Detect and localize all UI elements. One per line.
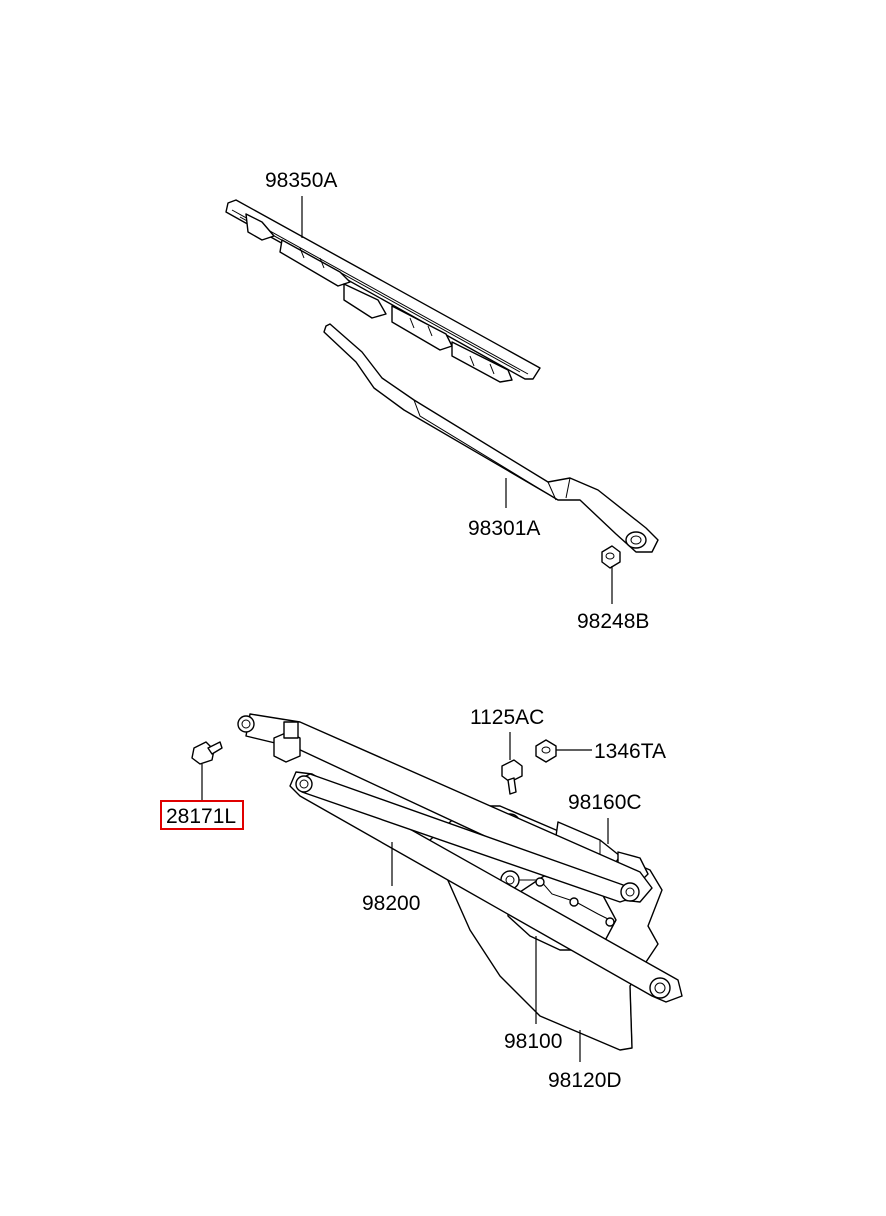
label-bolt: 1125AC <box>470 706 544 729</box>
mounting-nut[interactable] <box>535 739 557 763</box>
label-blade: 98350A <box>265 169 337 192</box>
label-connector: 98160C <box>568 791 642 814</box>
label-bracket: 98120D <box>548 1069 622 1092</box>
arm-nut[interactable] <box>601 545 621 569</box>
label-motor: 98100 <box>504 1030 562 1053</box>
wiper-linkage[interactable] <box>237 713 683 1003</box>
linkage-bolt[interactable] <box>191 741 223 765</box>
label-arm-nut: 98248B <box>577 610 649 633</box>
mounting-bolt[interactable] <box>501 759 523 795</box>
leader-lines <box>201 196 613 1062</box>
label-linkage: 98200 <box>362 892 420 915</box>
wiper-arm[interactable] <box>323 323 659 553</box>
label-linkage-bolt[interactable]: 28171L <box>166 805 236 828</box>
wiper-blade[interactable] <box>225 199 541 383</box>
highlight-box <box>160 800 244 830</box>
label-nut: 1346TA <box>594 740 666 763</box>
label-arm: 98301A <box>468 517 540 540</box>
